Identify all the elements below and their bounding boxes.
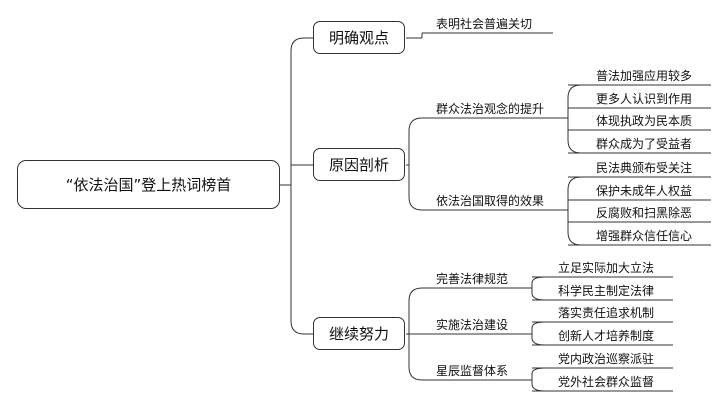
leaf-label: 保护未成年人权益 (596, 184, 693, 198)
leaf-label: 增强群众信任信心 (596, 229, 693, 243)
leaf-label: 党外社会群众监督 (558, 375, 655, 389)
group-label: 完善法律规范 (436, 272, 509, 286)
leaf-label: 反腐败和扫黑除恶 (596, 206, 693, 220)
branch-node-viewpoint: 明确观点 (313, 21, 405, 54)
leaf-label: 党内政治巡察派驻 (558, 352, 655, 366)
leaf-label: 更多人认识到作用 (596, 92, 693, 106)
leaf-label: 表明社会普遍关切 (436, 17, 533, 31)
leaf-label: 科学民主制定法律 (558, 284, 655, 298)
branch-node-cause-analysis: 原因剖析 (313, 148, 405, 181)
group-label: 星辰监督体系 (436, 364, 509, 378)
group-label: 群众法治观念的提升 (436, 102, 545, 116)
leaf-label: 民法典颁布受关注 (596, 161, 693, 175)
leaf-label: 立足实际加大立法 (558, 261, 655, 275)
group-label: 实施法治建设 (436, 318, 509, 332)
leaf-label: 创新人才培养制度 (558, 329, 655, 343)
leaf-label: 群众成为了受益者 (596, 137, 693, 151)
leaf-label: 体现执政为民本质 (596, 114, 693, 128)
root-node: “依法治国”登上热词榜首 (17, 160, 280, 209)
branch-node-continue-effort: 继续努力 (313, 317, 405, 350)
leaf-label: 落实责任追求机制 (558, 306, 655, 320)
group-label: 依法治国取得的效果 (436, 194, 545, 208)
leaf-label: 普法加强应用较多 (596, 69, 693, 83)
